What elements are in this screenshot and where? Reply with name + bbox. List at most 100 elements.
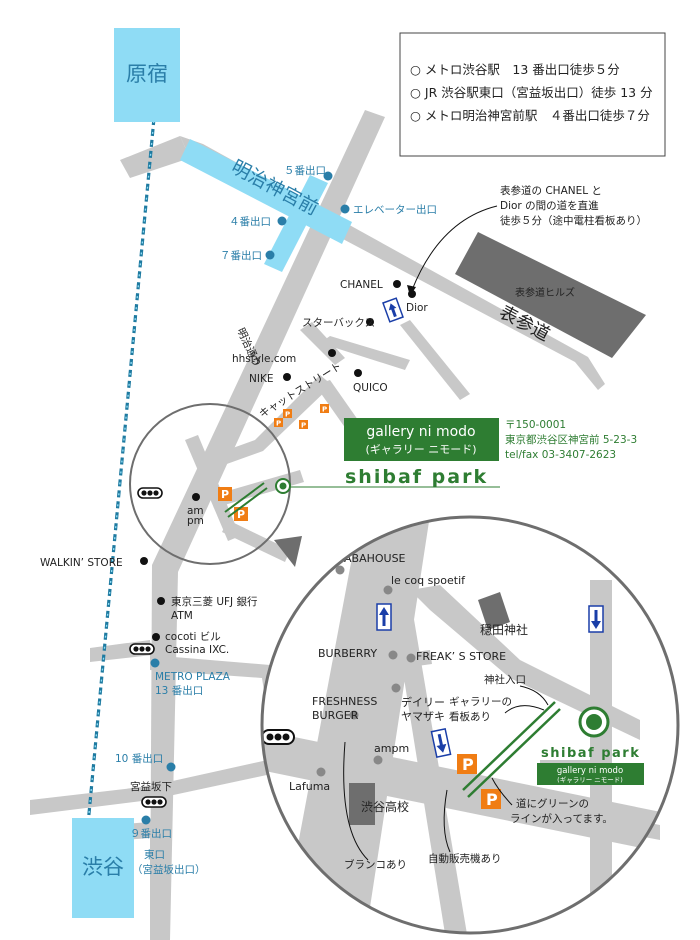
dior-label: Dior: [406, 302, 428, 314]
svg-text:P: P: [221, 488, 229, 501]
exit-7-label: ７番出口: [220, 249, 262, 262]
green-line-note-1: 道にグリーンの: [516, 797, 589, 810]
svg-text:P: P: [237, 508, 245, 521]
route-note: 表参道の CHANEL と Dior の間の道を直進 徒歩５分（途中電柱看板あり…: [407, 184, 647, 296]
abahouse-label: ABAHOUSE: [344, 552, 406, 565]
shibaf-park-label: shibaf park: [345, 466, 488, 488]
access-info-box: ○ メトロ渋谷駅 13 番出口徒歩５分 ○ JR 渋谷駅東口（宮益坂出口）徒歩 …: [399, 32, 666, 157]
access-line-1: ○ メトロ渋谷駅 13 番出口徒歩５分: [410, 62, 620, 77]
shibuya-station-label: 渋谷: [82, 855, 124, 879]
east-exit-label-1: 東口: [144, 848, 165, 861]
walkin-store-label: WALKIN’ STORE: [40, 557, 123, 569]
ampm-label: ampm: [374, 742, 409, 755]
daily-label-2: ヤマザキ: [401, 710, 445, 723]
signboard-label-1: ギャラリーの: [449, 696, 512, 708]
detail-pointers: [343, 685, 549, 861]
zoom-arrow-icon: [274, 536, 302, 567]
note-line-1: 表参道の CHANEL と: [500, 184, 602, 197]
signboard-label-2: 看板あり: [449, 710, 491, 723]
traffic-light-icon: [137, 487, 163, 499]
gallery-address: 東京都渋谷区神宮前 5-23-3: [505, 433, 637, 446]
freshness-label-2: BURGER: [312, 709, 359, 722]
note-line-2: Dior の間の道を直進: [500, 199, 599, 212]
vending-note: 自動販売機あり: [428, 852, 502, 865]
starbucks-label: スターバックス: [302, 317, 375, 329]
traffic-light-icon: [262, 729, 295, 745]
cocoti-label-2: Cassina IXC.: [165, 644, 229, 656]
miyamasuzaka-shita-label: 宮益坂下: [130, 780, 172, 793]
gallery-tel: tel/fax 03-3407-2623: [505, 449, 616, 461]
hhstyle-label: hhstyle.com: [232, 353, 296, 365]
school-building: [349, 783, 375, 825]
traffic-light-icon: [141, 796, 167, 808]
detail-gallery-badge: [537, 763, 644, 785]
svg-text:P: P: [301, 422, 306, 430]
svg-text:P: P: [285, 411, 290, 419]
shibuya-station: [72, 818, 134, 918]
swing-note: ブランコあり: [344, 858, 407, 871]
exit-10-label: 10 番出口: [115, 752, 163, 765]
lafuma-label: Lafuma: [289, 780, 330, 793]
detail-gallery-kana: (ギャラリー ニモード): [557, 776, 623, 784]
daily-label-1: デイリー: [401, 695, 445, 709]
shrine-entrance-label: 神社入口: [484, 673, 526, 686]
exit-9-label: ９番出口: [130, 827, 172, 840]
svg-text:P: P: [462, 755, 474, 774]
detail-roads: [262, 517, 678, 933]
ufj-label-1: 東京三菱 UFJ 銀行: [171, 595, 258, 608]
gallery-location-icon: [275, 478, 500, 494]
gallery-badge: [344, 418, 499, 461]
school-label: 渋谷高校: [361, 799, 409, 814]
shrine-label: 穏田神社: [480, 622, 528, 637]
detail-map: P P ABAHOUSE le coq spoetif BURBERRY FRE…: [262, 517, 678, 933]
chanel-label: CHANEL: [340, 279, 383, 291]
exit-4-label: ４番出口: [229, 215, 271, 228]
elevator-exit-label: エレベーター出口: [353, 203, 437, 216]
freshness-label-1: FRESHNESS: [312, 695, 377, 708]
svg-text:P: P: [486, 790, 498, 809]
green-line-small: [224, 482, 268, 518]
burberry-label: BURBERRY: [318, 647, 377, 660]
station-exits: ５番出口 エレベーター出口 ４番出口 ７番出口 METRO PLAZA 13 番…: [115, 164, 437, 876]
detail-circle: [260, 515, 680, 935]
green-line: [462, 701, 561, 798]
access-line-3: ○ メトロ明治神宮前駅 ４番出口徒歩７分: [410, 108, 650, 123]
svg-text:P: P: [276, 420, 281, 428]
gallery-name-kana: (ギャラリー ニモード): [365, 443, 476, 456]
metro-plaza-label-1: METRO PLAZA: [155, 671, 231, 683]
cocoti-label-1: cocoti ビル: [165, 631, 221, 643]
detail-gallery-name: gallery ni modo: [557, 766, 623, 776]
rail-line: [85, 117, 156, 836]
ampm-small-label-1: am: [187, 505, 204, 517]
gallery-name: gallery ni modo: [366, 424, 475, 440]
green-line-note-2: ラインが入ってます。: [510, 812, 613, 825]
metro-plaza-label-2: 13 番出口: [155, 684, 203, 697]
one-way-arrow-icon: [588, 605, 604, 633]
one-way-arrow-icon: [382, 297, 404, 323]
lecoq-label: le coq spoetif: [391, 574, 466, 587]
meiji-jingumae-cross: [264, 175, 328, 272]
landmarks: CHANEL Dior スターバックス hhstyle.com NIKE QUI…: [40, 279, 428, 656]
gallery-zip: 〒150-0001: [505, 419, 566, 431]
access-line-2: ○ JR 渋谷駅東口（宮益坂出口）徒歩 13 分: [410, 85, 653, 100]
detail-shibaf-park-label: shibaf park: [541, 746, 640, 761]
svg-text:P: P: [322, 406, 327, 414]
one-way-arrow-icon: [376, 603, 392, 631]
gallery-location-icon: [578, 706, 610, 738]
omotesando-hills-label: 表参道ヒルズ: [515, 286, 575, 299]
detail-landmarks: [316, 565, 416, 777]
nike-label: NIKE: [249, 373, 273, 385]
east-exit-label-2: （宮益坂出口）: [132, 863, 206, 876]
parking-small-icons: P P P P: [274, 404, 329, 430]
ampm-small-label-2: pm: [187, 515, 204, 527]
freaks-store-label: FREAK’ S STORE: [416, 650, 506, 663]
quico-label: QUICO: [353, 382, 388, 394]
one-way-arrow-icon: [430, 727, 452, 759]
parking-icon: P P: [457, 754, 501, 809]
note-line-3: 徒歩５分（途中電柱看板あり）: [500, 214, 647, 227]
exit-5-label: ５番出口: [284, 164, 326, 177]
harajuku-station: [114, 28, 180, 122]
omotesando-hills-building: [455, 232, 646, 358]
shrine-building: [478, 592, 510, 630]
